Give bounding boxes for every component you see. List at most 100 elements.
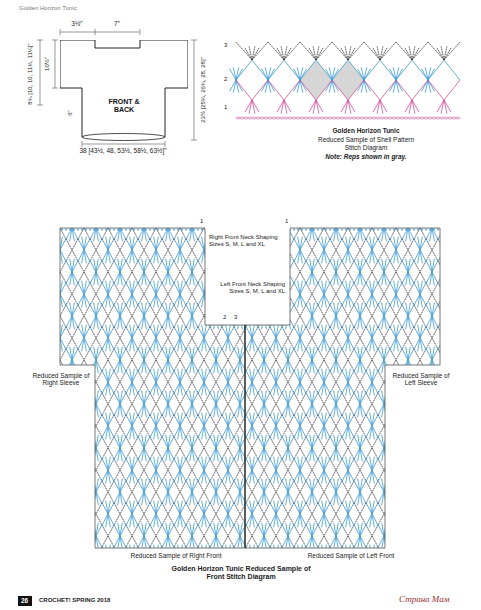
dimension: 10½" <box>44 56 50 72</box>
foundation-chain <box>428 117 432 119</box>
top-row-stitch <box>153 229 155 231</box>
neck-gap <box>205 227 290 229</box>
top-row-stitch <box>109 229 111 231</box>
foundation-chain <box>340 117 344 119</box>
row-number: 3 <box>233 314 238 321</box>
top-row-stitch <box>73 229 75 231</box>
top-row-stitch <box>145 229 147 231</box>
foundation-chain <box>268 117 272 119</box>
top-row-stitch <box>113 229 115 231</box>
dimension-line <box>37 40 43 41</box>
top-row-stitch <box>313 229 315 231</box>
dimension-line <box>40 40 41 105</box>
top-row-stitch <box>197 229 199 231</box>
row-number: 3 <box>223 42 228 49</box>
top-row-stitch <box>401 229 403 231</box>
dimension-lines <box>37 29 197 147</box>
top-row-stitch <box>189 229 191 231</box>
top-row-stitch <box>417 229 419 231</box>
garment-silhouette <box>60 40 188 144</box>
neck-shaping-note: Left Front Neck Shaping Sizes S, M, L an… <box>208 281 286 295</box>
foundation-chain <box>408 117 412 119</box>
dimension: 7" <box>113 20 121 27</box>
top-row-stitch <box>93 229 95 231</box>
dimension-line <box>60 29 61 35</box>
top-row-stitch <box>181 229 183 231</box>
foundation-chain <box>384 117 388 119</box>
foundation-chain <box>448 117 452 119</box>
foundation-chain <box>240 117 244 119</box>
top-row-stitch <box>81 229 83 231</box>
top-row-stitch <box>433 229 435 231</box>
foundation-chain <box>280 117 284 119</box>
watermark: Страна Мам <box>398 594 450 604</box>
top-row-stitch <box>321 229 323 231</box>
top-row-stitch <box>101 229 103 231</box>
top-row-stitch <box>369 229 371 231</box>
piece-name: FRONT & BACK <box>102 98 146 114</box>
figure-caption: Golden Horizon Tunic Reduced Sample of F… <box>170 565 312 581</box>
top-row-stitch <box>345 229 347 231</box>
foundation-chain <box>376 117 380 119</box>
top-row-stitch <box>393 229 395 231</box>
shell-stitch-diagram <box>230 42 461 119</box>
top-row-stitch <box>161 229 163 231</box>
top-row-stitch <box>149 229 151 231</box>
section-label: Reduced Sample of Right Sleeve <box>30 372 92 387</box>
dimension-line <box>140 29 141 35</box>
row-number: 1 <box>223 104 228 111</box>
foundation-chain <box>416 117 420 119</box>
foundation-chain <box>272 117 276 119</box>
foundation-chain <box>260 117 264 119</box>
top-row-stitch <box>69 229 71 231</box>
top-row-stitch <box>137 229 139 231</box>
top-row-stitch <box>429 229 431 231</box>
top-row-stitch <box>409 229 411 231</box>
foundation-chain <box>252 117 256 119</box>
top-row-stitch <box>373 229 375 231</box>
foundation-chain <box>404 117 408 119</box>
top-row-stitch <box>89 229 91 231</box>
dimension: 23½ [25¼, 26¾, 28, 28]" <box>200 56 206 124</box>
center-front-edge <box>244 325 246 548</box>
foundation-chain <box>296 117 300 119</box>
top-row-stitch <box>121 229 123 231</box>
top-row-stitch <box>201 229 203 231</box>
top-row-stitch <box>333 229 335 231</box>
diagram-title: Golden Horizon Tunic <box>290 127 442 134</box>
top-row-stitch <box>397 229 399 231</box>
top-row-stitch <box>117 229 119 231</box>
shell-fans <box>30 215 463 594</box>
dimension: 8¾ [10, 10, 11¼, 11¼]" <box>27 42 33 105</box>
page-number: 26 <box>21 597 28 604</box>
top-row-stitch <box>125 229 127 231</box>
foundation-chain <box>436 117 440 119</box>
top-row-stitch <box>157 229 159 231</box>
foundation-chain <box>312 117 316 119</box>
row-1-stitches <box>236 80 460 114</box>
top-row-stitch <box>65 229 67 231</box>
foundation-chain <box>308 117 312 119</box>
dimension-line <box>37 105 43 106</box>
top-row-stitch <box>185 229 187 231</box>
dimension-line <box>194 40 195 140</box>
row-2-stitches <box>230 60 461 93</box>
row-number: 2 <box>222 314 227 321</box>
repeat-shading <box>332 60 364 100</box>
top-row-stitch <box>353 229 355 231</box>
top-row-stitch <box>361 229 363 231</box>
row-number: 1 <box>199 218 204 225</box>
top-row-stitch <box>85 229 87 231</box>
foundation-chain <box>324 117 328 119</box>
top-row-stitch <box>129 229 131 231</box>
top-row-stitch <box>405 229 407 231</box>
row-3-stitches <box>236 42 460 60</box>
magazine-footer: CROCHET! SPRING 2018 <box>38 597 111 604</box>
top-row-stitch <box>325 229 327 231</box>
foundation-chain <box>320 117 324 119</box>
top-row-stitch <box>425 229 427 231</box>
top-row-stitch <box>141 229 143 231</box>
top-row-stitch <box>105 229 107 231</box>
top-row-stitch <box>341 229 343 231</box>
foundation-chain <box>236 117 240 119</box>
